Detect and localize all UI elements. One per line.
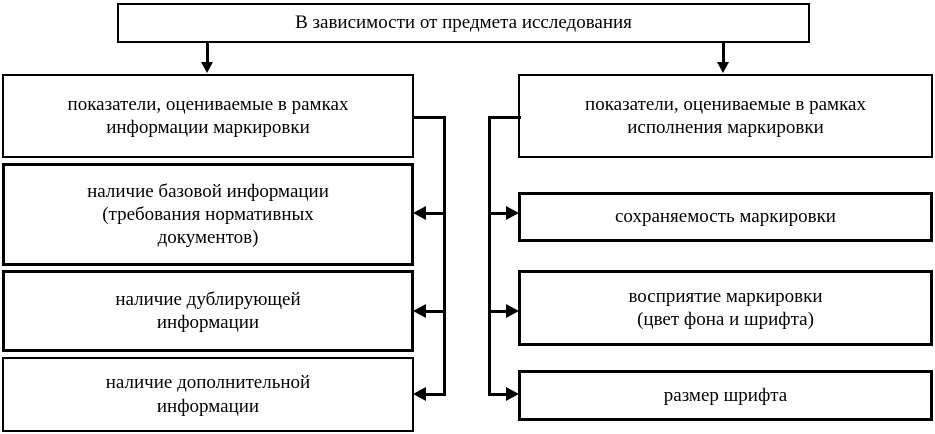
left-spine-vertical [443,116,446,396]
right-branch-header-box: показатели, оцениваемые в рамках исполне… [518,74,933,158]
right-item-3-line1: размер шрифта [663,384,788,406]
right-connector-item-1 [488,212,508,215]
left-item-1-line1: наличие базовой информации [87,180,329,202]
right-connector-item-3 [488,393,508,396]
arrowhead-left-item-1-icon [413,206,426,220]
right-item-2-box: восприятие маркировки (цвет фона и шрифт… [518,270,933,346]
left-item-1-line3: документов) [157,227,259,249]
right-spine-vertical [488,116,491,396]
arrowhead-right-item-1-icon [506,206,519,220]
left-item-3-line1: наличие дополнительной [105,372,311,394]
title-box: В зависимости от предмета исследования [117,3,810,43]
left-item-3-text: наличие дополнительной информации [10,371,406,417]
right-item-2-line2: (цвет фона и шрифта) [637,309,814,330]
title-box-label: В зависимости от предмета исследования [295,12,632,34]
right-branch-header-line1: показатели, оцениваемые в рамках [585,93,866,115]
left-item-1-line2: (требования нормативных [102,203,314,225]
right-spine-stub [488,116,521,119]
arrowhead-left-item-3-icon [413,387,426,401]
arrowhead-title-to-left-icon [201,62,213,73]
left-item-1-box: наличие базовой информации (требования н… [2,163,414,266]
left-connector-item-2 [426,310,446,313]
connector-title-to-left [206,43,209,65]
left-spine-stub [413,116,446,119]
left-connector-item-1 [426,212,446,215]
right-item-3-text: размер шрифта [527,384,924,407]
arrowhead-title-to-right-icon [717,62,729,73]
left-item-2-box: наличие дублирующей информации [2,270,414,352]
left-branch-header-line2: информации маркировки [106,117,310,138]
right-item-2-text: восприятие маркировки (цвет фона и шрифт… [527,285,924,331]
left-item-3-box: наличие дополнительной информации [2,357,414,432]
right-item-3-box: размер шрифта [518,370,933,421]
arrowhead-right-item-3-icon [506,387,519,401]
left-item-3-line2: информации [156,395,260,417]
right-branch-header-text: показатели, оцениваемые в рамках исполне… [526,93,925,139]
left-item-2-line1: наличие дублирующей [115,288,301,310]
connector-title-to-right [722,43,725,65]
left-connector-item-3 [426,393,446,396]
left-branch-header-box: показатели, оцениваемые в рамках информа… [2,74,414,158]
left-item-2-line2: информации [156,312,260,333]
right-item-2-line1: восприятие маркировки [628,285,823,307]
arrowhead-left-item-2-icon [413,304,426,318]
right-item-1-box: сохраняемость маркировки [518,192,933,242]
arrowhead-right-item-2-icon [506,304,519,318]
left-branch-header-line1: показатели, оцениваемые в рамках [67,93,349,115]
right-item-1-line1: сохраняемость маркировки [615,206,836,228]
left-item-1-text: наличие базовой информации (требования н… [11,180,405,250]
right-item-1-text: сохраняемость маркировки [527,205,924,228]
left-item-2-text: наличие дублирующей информации [11,288,405,334]
right-connector-item-2 [488,310,508,313]
left-branch-header-text: показатели, оцениваемые в рамках информа… [10,93,406,139]
right-branch-header-line2: исполнения маркировки [627,117,824,138]
